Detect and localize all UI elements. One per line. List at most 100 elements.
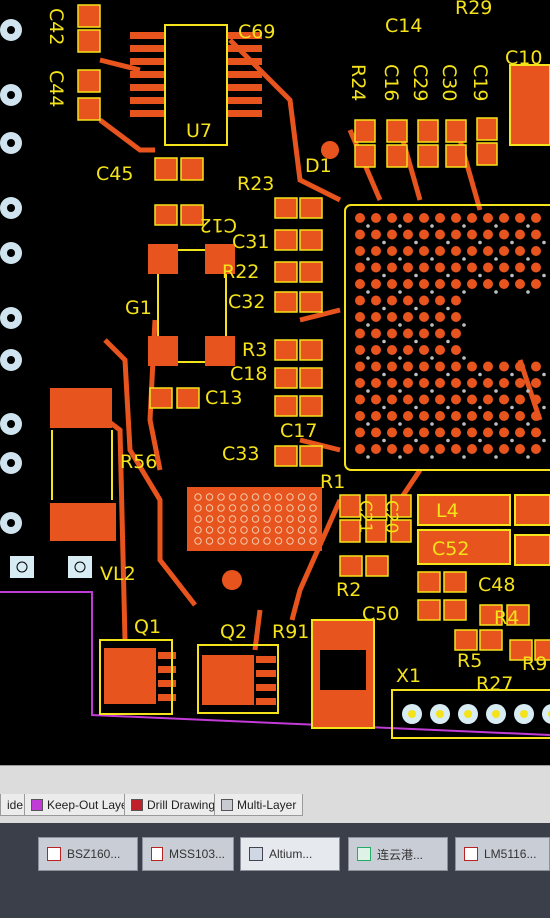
bga-ball [387,345,397,355]
bga-ball [355,312,365,322]
label-c45: C45 [96,163,133,185]
bga-balls [355,213,546,459]
bga-ball [499,394,509,405]
bga-ball [387,279,397,289]
bga-ball [499,361,509,372]
bga-ball [531,378,541,388]
test-pad-hole [228,493,237,501]
taskbar-item-mss103[interactable]: MSS103... [142,837,234,871]
label-r4: R4 [494,607,519,629]
bga-ball [355,246,365,256]
test-pad-hole [217,504,225,512]
bga-ball [531,229,541,240]
label-d1: D1 [305,155,332,177]
test-pad-hole [297,537,306,545]
bga-ball [451,378,461,388]
test-pad-hole [228,504,237,512]
taskbar-item-label: Altium... [269,847,313,861]
layer-tab-drill-drawing[interactable]: Drill Drawing [124,794,223,816]
bga-ball [451,295,461,306]
bga-ball [435,394,445,405]
bga-ball [467,246,477,256]
bga-ball [483,427,493,438]
test-pad-hole [263,493,271,501]
bga-ball [403,394,413,405]
test-pad-hole [240,515,248,523]
bga-ball [371,444,381,454]
pcb-canvas[interactable]: C42 C44 C69 C14 R29 C10 R24 C16 C29 C30 … [0,0,550,765]
taskbar-item-bsz160[interactable]: BSZ160... [38,837,138,871]
bga-ball [387,378,397,388]
test-pad-hole [309,515,317,523]
q1-q2-pads [104,648,276,705]
bga-ball [419,295,429,306]
bga-ball [387,444,397,454]
test-pad-holes [194,493,317,545]
bga-ball [371,246,381,256]
bga-ball [451,328,461,339]
test-pad-hole [286,537,294,545]
taskbar-item-lm5116[interactable]: LM5116... [455,837,550,871]
bga-ball [371,295,381,306]
bga-ball [435,279,445,289]
bga-ball [531,394,541,405]
test-pad-hole [297,493,306,501]
label-c44: C44 [45,70,67,107]
passive-pads [77,4,550,661]
test-pad-hole [228,526,237,534]
bga-ball [515,262,525,273]
layer-tabs-bar: ide Keep-Out Layer Drill Drawing Multi-L… [0,765,550,824]
bga-ball [531,262,541,273]
bga-ball [419,229,429,240]
label-g1: G1 [125,297,152,319]
bga-ball [403,411,413,421]
bga-ball [355,345,365,355]
bga-ball [419,262,429,273]
label-c29: C29 [409,64,431,101]
bga-ball [355,444,365,454]
test-pad-hole [251,515,260,523]
test-pad-hole [194,537,202,545]
test-pad-hole [297,515,306,523]
bga-ball [499,444,509,454]
test-pad-hole [251,504,260,512]
bga-ball [483,378,493,388]
label-r27: R27 [476,673,513,695]
test-pad-array [187,487,322,551]
bga-ball [515,246,525,256]
label-r56: R56 [120,451,157,473]
taskbar-item-lianyungang[interactable]: 连云港... [348,837,448,871]
layer-tab-keep-out[interactable]: Keep-Out Layer [24,794,139,816]
test-pad-hole [263,515,271,523]
u7-pads [130,32,262,117]
test-pad-hole [217,537,225,545]
bga-ball [419,345,429,355]
label-r24: R24 [347,64,369,101]
bga-ball [435,312,445,322]
bga-ball [467,427,477,438]
bga-ball [499,246,509,256]
test-pad-hole [240,526,248,534]
bga-ball [451,361,461,372]
bga-ball [499,213,509,223]
bga-ball [355,328,365,339]
bga-ball [435,328,445,339]
label-r29: R29 [455,0,492,19]
test-pad-hole [240,493,248,501]
bga-ball [403,361,413,372]
taskbar-item-altium[interactable]: Altium... [240,837,340,871]
layer-color-swatch [221,798,233,811]
test-pad-hole [309,493,317,501]
layer-tab-label: ide [7,797,24,812]
layer-tab-multi-layer[interactable]: Multi-Layer [214,794,304,816]
bga-ball [371,229,381,240]
bga-ball [435,378,445,388]
label-r2: R2 [336,579,361,601]
bga-ball [387,246,397,256]
bga-ball [451,246,461,256]
bga-ball [451,229,461,240]
bga-ball [403,279,413,289]
windows-taskbar: BSZ160... MSS103... Altium... 连云港... LM5… [0,823,550,918]
bga-ball [515,279,525,289]
